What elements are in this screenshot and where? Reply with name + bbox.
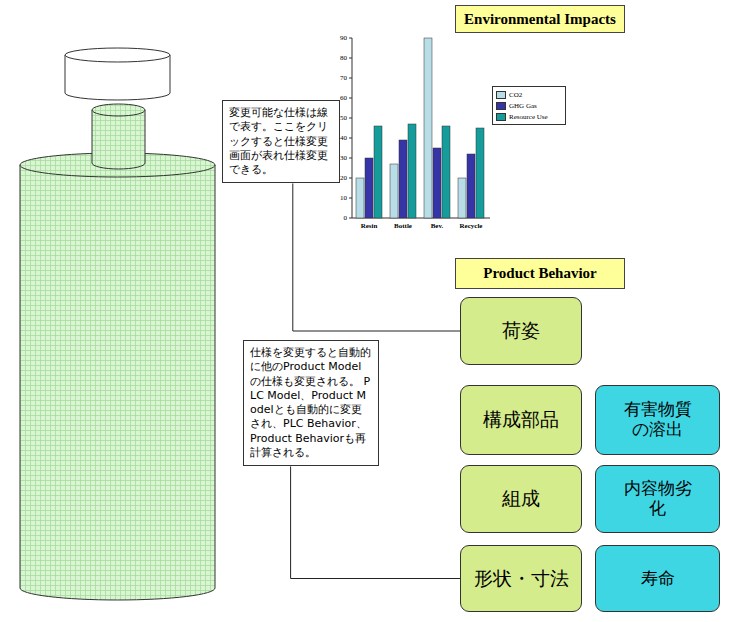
axis-tick-mark (349, 158, 352, 159)
bottle-neck (92, 110, 145, 169)
node-text: 組成 (502, 486, 540, 512)
behavior-box: 有害物質の溶出 (595, 385, 720, 455)
spec-box: 組成 (460, 465, 582, 533)
axis-category: Recycle (454, 222, 488, 230)
node-text: Product Behavior (483, 265, 596, 282)
bottle-cap-top (65, 48, 170, 62)
axis-tick: 60 (331, 94, 347, 102)
axis-category: Bev. (420, 222, 454, 230)
axis-tick-mark (349, 98, 352, 99)
bar (442, 126, 450, 218)
legend-swatch (496, 91, 506, 99)
legend-row: GHG Gas (496, 100, 562, 111)
axis-tick-mark (349, 138, 352, 139)
axis-tick: 70 (331, 74, 347, 82)
bar (390, 164, 398, 218)
legend-text: GHG Gas (509, 102, 537, 110)
axis-tick-mark (349, 178, 352, 179)
node-text: 形状・寸法 (474, 566, 569, 592)
chart-legend: CO2GHG GasResource Use (492, 86, 566, 125)
title-box: Environmental Impacts (455, 5, 625, 33)
axis-tick-mark (349, 218, 352, 219)
axis-tick: 20 (331, 174, 347, 182)
spec-box: 構成部品 (460, 385, 582, 455)
bar (476, 128, 484, 218)
node-text: 構成部品 (483, 407, 559, 433)
axis-category: Bottle (386, 222, 420, 230)
bar (424, 38, 432, 218)
axis-tick-mark (349, 58, 352, 59)
bar (467, 154, 475, 218)
legend-text: Resource Use (509, 113, 548, 121)
node-text: 有害物質の溶出 (621, 400, 694, 439)
legend-row: Resource Use (496, 111, 562, 122)
axis-tick: 90 (331, 34, 347, 42)
bar (433, 148, 441, 218)
bar (374, 126, 382, 218)
node-text: 荷姿 (502, 318, 540, 344)
leader-line (291, 466, 460, 578)
callout-note: 変更可能な仕様は線で表す。ここをクリックすると仕様変更画面が表れ仕様変更できる。 (222, 100, 340, 183)
callout-note: 仕様を変更すると自動的に他のProduct Modelの仕様も変更される。 PL… (243, 340, 379, 466)
node-text: 変更可能な仕様は線で表す。ここをクリックすると仕様変更画面が表れ仕様変更できる。 (229, 106, 333, 177)
axis-category: Resin (352, 222, 386, 230)
axis-tick: 50 (331, 114, 347, 122)
axis-tick-mark (349, 118, 352, 119)
axis-tick: 40 (331, 134, 347, 142)
spec-box: 形状・寸法 (460, 545, 582, 612)
bar (365, 158, 373, 218)
bar (356, 178, 364, 218)
bar (408, 124, 416, 218)
legend-swatch (496, 113, 506, 121)
node-text: Environmental Impacts (464, 11, 616, 28)
node-text: 寿命 (641, 569, 675, 589)
legend-row: CO2 (496, 89, 562, 100)
axis-tick: 30 (331, 154, 347, 162)
legend-swatch (496, 102, 506, 110)
axis-tick-mark (349, 38, 352, 39)
axis-tick: 80 (331, 54, 347, 62)
legend-text: CO2 (509, 91, 522, 99)
leader-line (293, 183, 460, 331)
bar (399, 140, 407, 218)
behavior-box: 内容物劣化 (595, 465, 720, 533)
behavior-box: 寿命 (595, 545, 720, 612)
y-axis (352, 38, 353, 218)
axis-tick: 0 (331, 214, 347, 222)
bottle-body (20, 165, 215, 600)
spec-box: 荷姿 (460, 297, 582, 365)
axis-tick-mark (349, 78, 352, 79)
node-text: 仕様を変更すると自動的に他のProduct Modelの仕様も変更される。 PL… (250, 346, 372, 460)
bottle-mouth (92, 104, 145, 116)
title-box: Product Behavior (455, 258, 625, 289)
bar (458, 178, 466, 218)
axis-tick: 10 (331, 194, 347, 202)
axis-tick-mark (349, 198, 352, 199)
node-text: 内容物劣化 (621, 479, 694, 518)
